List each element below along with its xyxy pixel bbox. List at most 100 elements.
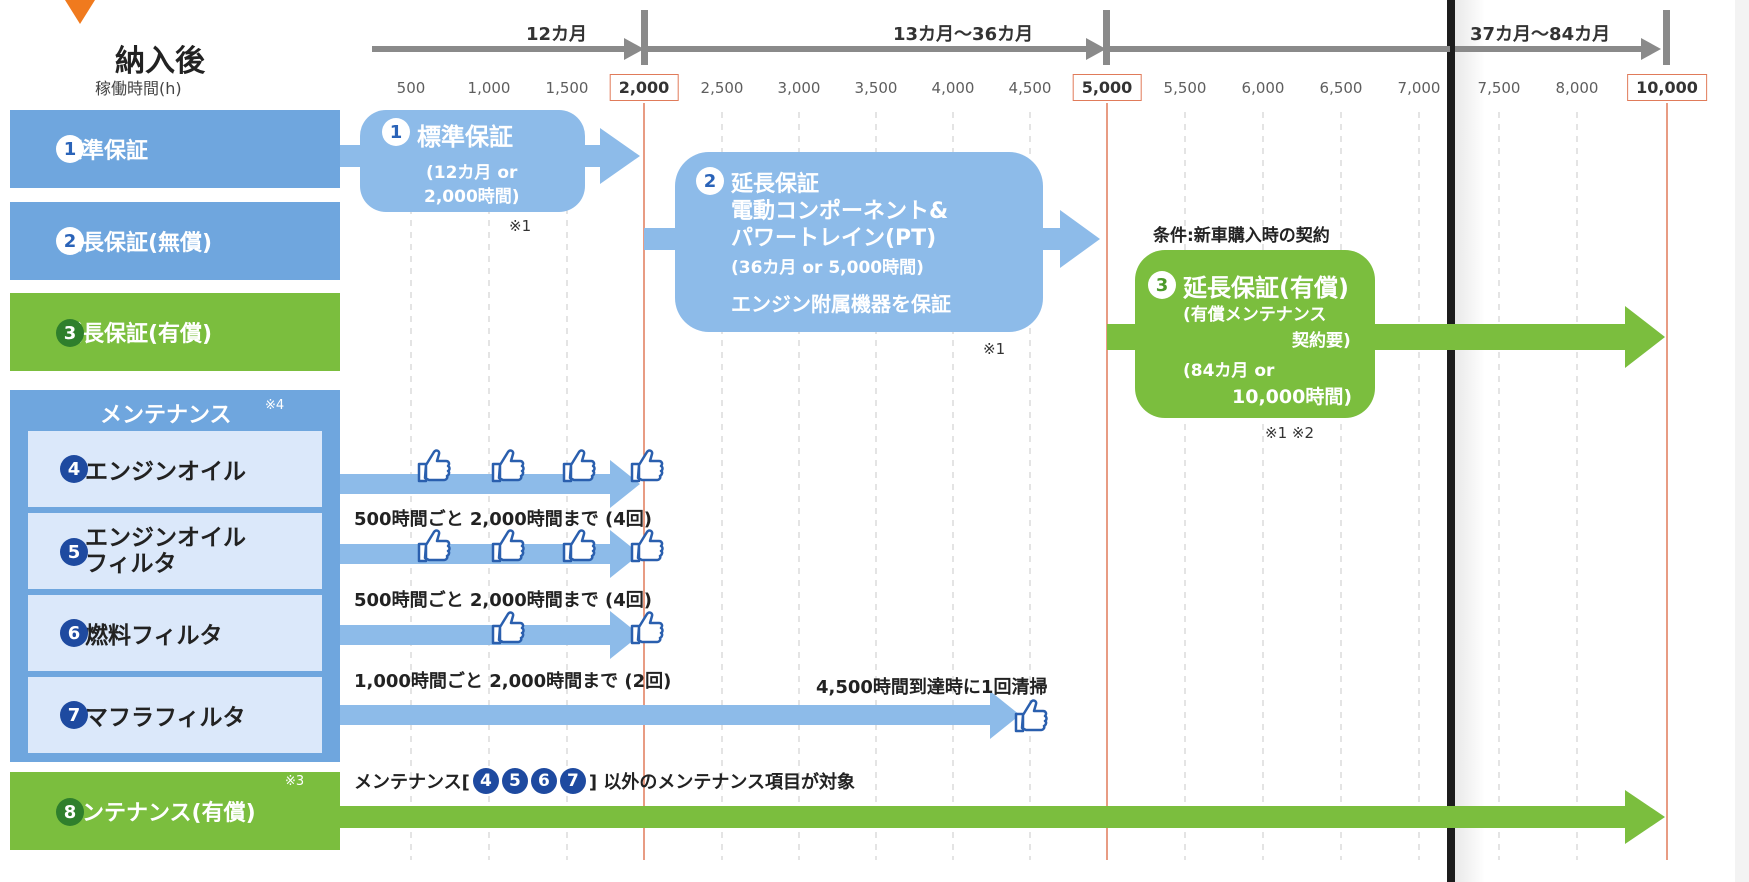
paid-maintenance-note: ※3 (285, 774, 305, 789)
bubble-number-badge: 2 (696, 167, 724, 195)
tick-label: 1,000 (467, 79, 511, 97)
extended-paid-bubble (1135, 250, 1375, 418)
period-12-months: 12カ月 (526, 24, 588, 45)
maintenance-item-label: エンジンオイル (85, 459, 246, 485)
thumbs-up-icon (491, 529, 525, 563)
extended-free-powertrain: パワートレイン(PT) (731, 226, 937, 251)
tick-label: 3,000 (777, 79, 821, 97)
thumbs-up-icon (1014, 699, 1048, 733)
extended-paid-title: 延長保証(有償) (1183, 274, 1349, 302)
row-extended-free-label: 延長保証(無償) (60, 231, 213, 256)
extended-free-bubble (675, 152, 1043, 332)
thumbs-up-icon (417, 449, 451, 483)
maintenance-note: ※4 (265, 398, 285, 413)
oil-schedule-annotation: 500時間ごと 2,000時間まで (4回) (354, 509, 653, 530)
tick-label: 7,500 (1477, 79, 1521, 97)
extended-paid-hours: 10,000時間) (1232, 386, 1353, 408)
row-paid-maintenance: メンテナンス(有償) (10, 772, 340, 850)
paid-scope-suffix: ] 以外のメンテナンス項目が対象 (588, 772, 856, 793)
page-edge (1735, 0, 1749, 882)
paid-scope-badge: 7 (559, 768, 586, 794)
extended-paid-condition: 条件:新車購入時の契約 (1153, 226, 1330, 246)
tick-label-milestone: 2,000 (609, 74, 679, 101)
tick-label: 3,500 (854, 79, 898, 97)
standard-warranty-bubble (360, 110, 585, 212)
row-number-badge: 1 (56, 135, 84, 163)
header-title: 納入後 (115, 44, 205, 79)
thumbs-up-icon (630, 449, 664, 483)
tick-label: 6,500 (1319, 79, 1363, 97)
standard-warranty-period: (12カ月 or (426, 163, 518, 183)
period-13-36-months: 13カ月〜36カ月 (893, 24, 1034, 45)
muffler-arrow (338, 691, 1020, 739)
tick-label: 4,000 (931, 79, 975, 97)
maintenance-title: メンテナンス (100, 403, 232, 428)
thumbs-up-icon (491, 449, 525, 483)
tick-label: 4,500 (1008, 79, 1052, 97)
row-number-badge: 5 (60, 538, 88, 566)
tick-label: 2,500 (700, 79, 744, 97)
period-37-84-months: 37カ月〜84カ月 (1470, 24, 1611, 45)
tick-label-milestone: 5,000 (1072, 74, 1142, 101)
oil-filter-schedule-annotation: 500時間ごと 2,000時間まで (4回) (354, 590, 653, 611)
bubble-number-badge: 3 (1148, 271, 1176, 299)
muffler-schedule-annotation: 4,500時間到達時に1回清掃 (816, 677, 1048, 698)
row-extended-paid-label: 延長保証(有償) (60, 322, 213, 347)
tick-label: 7,000 (1397, 79, 1441, 97)
paid-scope-prefix: メンテナンス[ (354, 772, 470, 793)
corner-marker (65, 0, 95, 24)
tick-label: 8,000 (1555, 79, 1599, 97)
thumbs-up-icon (630, 529, 664, 563)
row-number-badge: 8 (56, 798, 84, 826)
row-paid-maintenance-label: メンテナンス(有償) (60, 801, 256, 826)
standard-warranty-title: 標準保証 (417, 123, 513, 151)
header-subtitle: 稼働時間(h) (95, 79, 182, 98)
page-fold-shadow (1455, 0, 1485, 882)
extended-free-coverage: エンジン附属機器を保証 (731, 292, 951, 316)
tick-label: 5,500 (1163, 79, 1207, 97)
maintenance-item-label: マフラフィルタ (85, 705, 246, 731)
maintenance-item-label: エンジンオイル フィルタ (85, 525, 246, 577)
extended-paid-note: ※1 ※2 (1265, 424, 1314, 442)
extended-paid-period: (84カ月 or (1183, 361, 1275, 381)
standard-warranty-hours: 2,000時間) (424, 187, 520, 207)
tick-label-milestone: 10,000 (1627, 74, 1707, 101)
thumbs-up-icon (562, 529, 596, 563)
paid-scope-badge: 5 (501, 768, 528, 794)
extended-free-title: 延長保証 (731, 172, 820, 197)
thumbs-up-icon (491, 611, 525, 645)
thumbs-up-icon (417, 529, 451, 563)
extended-paid-arrow (1107, 306, 1665, 368)
tick-label: 1,500 (545, 79, 589, 97)
extended-paid-maint-line1: (有償メンテナンス (1183, 305, 1327, 325)
standard-warranty-note: ※1 (509, 217, 532, 235)
thumbs-up-icons (417, 449, 1048, 733)
fuel-filter-arrow (338, 611, 640, 659)
tick-label: 6,000 (1241, 79, 1285, 97)
timeline-arrows (372, 10, 1670, 65)
paid-maintenance-scope: メンテナンス[ 4 5 6 7 ] 以外のメンテナンス項目が対象 (354, 768, 855, 794)
thumbs-up-icon (562, 449, 596, 483)
extended-free-components: 電動コンポーネント& (731, 199, 949, 224)
row-number-badge: 3 (56, 319, 84, 347)
row-number-badge: 6 (60, 619, 88, 647)
bubble-number-badge: 1 (382, 118, 410, 146)
extended-free-note: ※1 (983, 340, 1006, 358)
row-number-badge: 4 (60, 455, 88, 483)
paid-maintenance-arrow (338, 790, 1665, 844)
oil-arrow (338, 460, 640, 508)
thumbs-up-icon (630, 611, 664, 645)
page-fold (1447, 0, 1455, 882)
row-number-badge: 2 (56, 227, 84, 255)
extended-paid-maint-line2: 契約要) (1292, 331, 1351, 351)
maintenance-item-engine-oil: エンジンオイル (28, 431, 322, 507)
tick-label: 500 (396, 79, 426, 97)
fuel-filter-schedule-annotation: 1,000時間ごと 2,000時間まで (2回) (354, 671, 672, 692)
row-number-badge: 7 (60, 701, 88, 729)
oil-filter-arrow (338, 530, 640, 578)
paid-scope-badge: 4 (472, 768, 499, 794)
paid-scope-badge: 6 (530, 768, 557, 794)
extended-free-period: (36カ月 or 5,000時間) (731, 258, 924, 278)
